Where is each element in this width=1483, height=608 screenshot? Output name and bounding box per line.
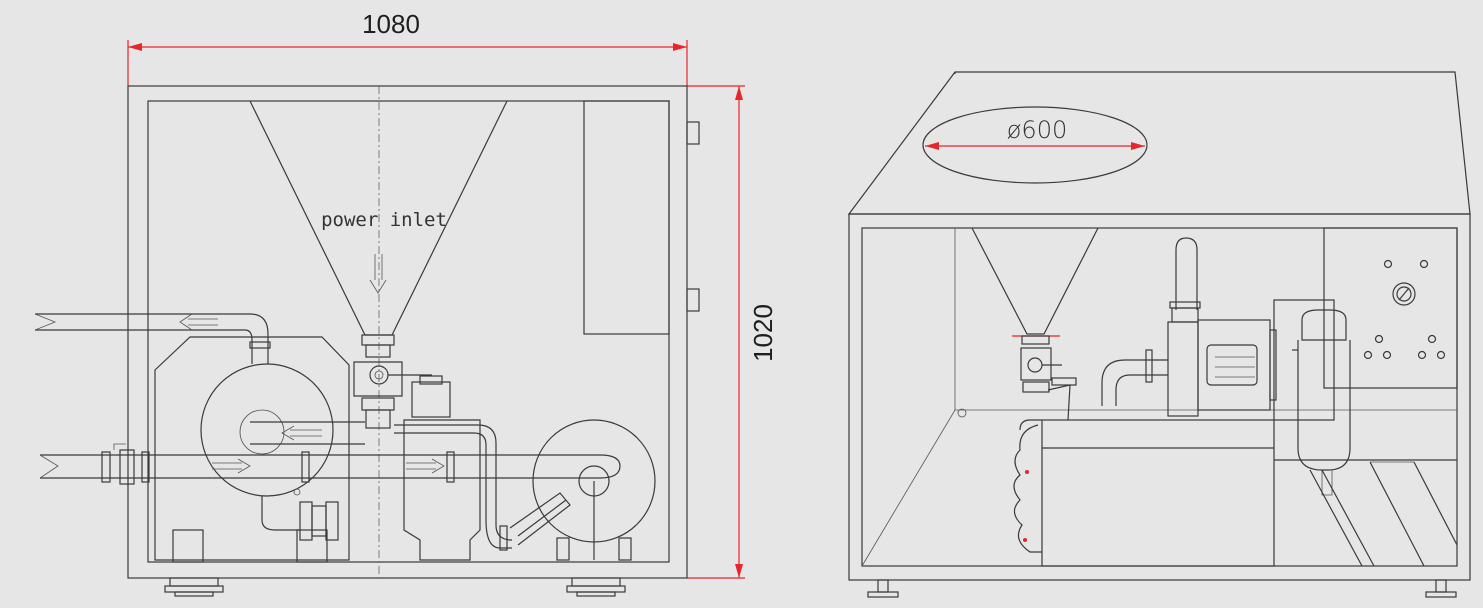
hinge-bottom (686, 288, 700, 312)
main-inlet-pipe (39, 443, 600, 485)
flow-arrow-icon (212, 458, 251, 474)
inlet-label: power inlet (321, 209, 447, 231)
hinge-top (686, 121, 700, 145)
perspective-tank (1019, 419, 1457, 567)
front-view: 1080 1020 power inlet (34, 9, 778, 597)
inlet-valve (353, 334, 432, 429)
perspective-hopper (971, 227, 1099, 335)
height-dimension-label: 1020 (748, 304, 778, 362)
return-pipe (394, 424, 571, 551)
front-outer-frame (127, 85, 688, 579)
perspective-view: ø600 (847, 71, 1471, 598)
height-dimension-line (687, 85, 745, 579)
perspective-feet (867, 579, 1457, 598)
perspective-motor (1197, 299, 1335, 421)
middle-pipe (250, 421, 365, 445)
diameter-label: ø600 (1007, 116, 1068, 144)
pump-flange (261, 488, 339, 541)
perspective-inner-frame (861, 227, 1458, 567)
front-inner-frame (147, 100, 670, 563)
diameter-dimension-line (925, 142, 1145, 150)
control-panel-box (583, 100, 670, 335)
front-feet (164, 577, 626, 597)
perspective-valve (1012, 335, 1077, 421)
roof (847, 71, 1471, 215)
perspective-blower (1292, 309, 1351, 496)
perspective-tray (1309, 461, 1458, 567)
pump-housing (154, 336, 350, 563)
flow-arrow-icon (179, 313, 218, 331)
perspective-control-panel (1323, 227, 1458, 389)
perspective-frame (848, 213, 1471, 581)
width-dimension-label: 1080 (362, 9, 420, 39)
blower-unit (532, 419, 656, 561)
flow-arrow-icon (406, 458, 445, 474)
upper-outlet-pipe (34, 313, 271, 364)
top-opening (922, 106, 1148, 184)
inlet-arrow-icon (369, 254, 387, 294)
perspective-column-pipe (1101, 237, 1201, 417)
flow-arrow-icon (281, 425, 322, 441)
width-dimension-line (127, 40, 688, 86)
motor-unit (403, 375, 481, 561)
perspective-hose (1013, 424, 1042, 553)
latch-icon (957, 408, 967, 418)
